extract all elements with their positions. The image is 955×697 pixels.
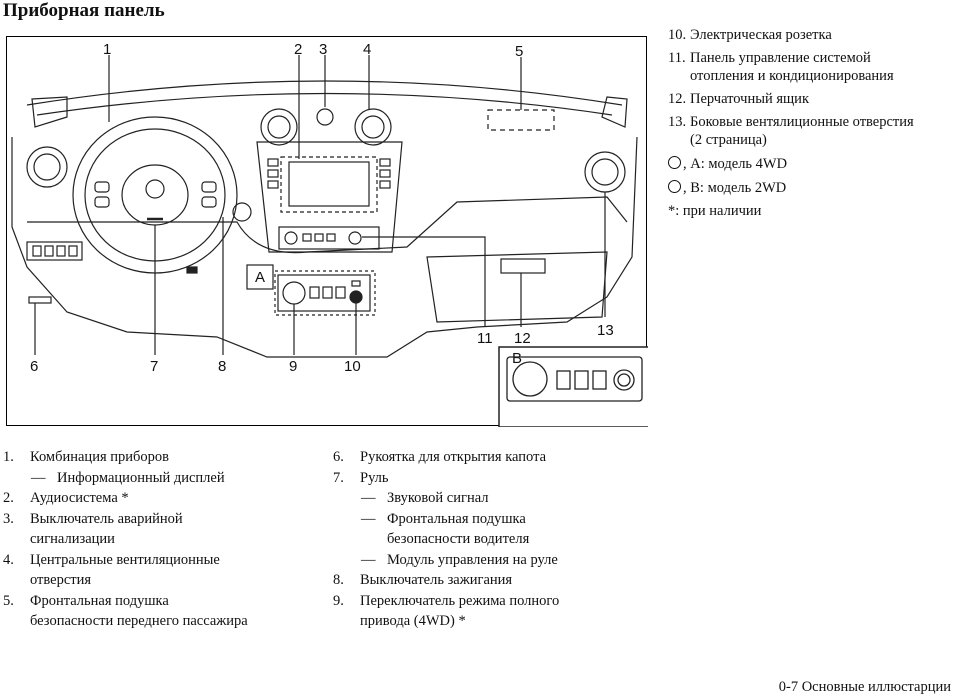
climate-panel bbox=[278, 226, 380, 250]
inset-b-knob bbox=[512, 361, 548, 397]
list-item: 13. Боковые вентялиционные отверстия (2 … bbox=[668, 114, 914, 148]
callout-6: 6 bbox=[30, 358, 38, 375]
hood-release bbox=[28, 296, 52, 304]
list-subitem: —Информационный дисплей bbox=[31, 469, 225, 486]
dash-top-line-inner bbox=[36, 92, 613, 116]
callout-4: 4 bbox=[363, 41, 371, 58]
glovebox bbox=[426, 251, 608, 323]
awd-mode-switch bbox=[282, 281, 306, 305]
left-side-vent bbox=[26, 146, 68, 188]
page-footer: 0-7 Основные иллюстарции bbox=[778, 679, 951, 695]
callout-10: 10 bbox=[344, 358, 361, 375]
dash-outline bbox=[11, 136, 638, 358]
list-item: 6.Рукоятка для открытия капота bbox=[333, 449, 547, 465]
callout-13: 13 bbox=[597, 322, 614, 339]
inset-b-label: B bbox=[512, 350, 522, 367]
middle-legend-list: 6.Рукоятка для открытия капота 7.Руль —З… bbox=[333, 447, 633, 632]
dash-mid-line bbox=[27, 196, 628, 254]
passenger-airbag-zone bbox=[487, 109, 555, 131]
callout-8: 8 bbox=[218, 358, 226, 375]
callout-1: 1 bbox=[103, 41, 111, 58]
list-item: 2.Аудиосистема * bbox=[3, 490, 129, 506]
ignition-switch bbox=[232, 202, 252, 222]
audio-zone bbox=[280, 156, 378, 213]
callout-9: 9 bbox=[289, 358, 297, 375]
list-item: 1.Комбинация приборов bbox=[3, 449, 169, 465]
list-subitem: —Модуль управления на руле bbox=[361, 551, 558, 568]
callout-12: 12 bbox=[514, 330, 531, 347]
center-stack bbox=[256, 141, 403, 253]
dashboard-diagram: A B 1 2 3 4 5 6 7 8 9 10 11 12 13 bbox=[6, 36, 648, 427]
list-item: 8.Выключатель зажигания bbox=[333, 572, 513, 588]
left-legend-list: 1.Комбинация приборов —Информационный ди… bbox=[3, 447, 323, 632]
callout-2: 2 bbox=[294, 41, 302, 58]
steering-wheel-hub bbox=[121, 164, 189, 226]
center-vent-right bbox=[354, 108, 392, 146]
left-switch-cluster bbox=[26, 241, 83, 261]
list-subitem: —Фронтальная подушка безопасности водите… bbox=[361, 510, 530, 548]
glovebox-handle bbox=[500, 258, 546, 274]
inset-b-box bbox=[498, 346, 648, 427]
circle-icon bbox=[668, 156, 681, 169]
legend-model-a: , А: модель 4WD bbox=[668, 155, 955, 173]
dashboard-drawing: A B 1 2 3 4 5 6 7 8 9 10 11 12 13 bbox=[11, 41, 648, 427]
circle-icon bbox=[668, 180, 681, 193]
inset-a-box bbox=[246, 264, 274, 290]
callout-11: 11 bbox=[477, 330, 493, 347]
center-vent-left bbox=[260, 108, 298, 146]
availability-note: *: при наличии bbox=[668, 203, 762, 219]
callout-5: 5 bbox=[515, 43, 523, 60]
legend-model-b: , В: модель 2WD bbox=[668, 179, 955, 197]
right-side-vent bbox=[584, 151, 626, 193]
list-subitem: —Звуковой сигнал bbox=[361, 490, 489, 506]
list-item: 11. Панель управление системой отопления… bbox=[668, 50, 894, 84]
inset-a-label: A bbox=[255, 269, 265, 286]
power-socket bbox=[349, 290, 363, 304]
callout-3: 3 bbox=[319, 41, 327, 58]
list-item: 12. Перчаточный ящик bbox=[668, 91, 809, 107]
list-item: 10. Электрическая розетка bbox=[668, 27, 832, 43]
list-item: 7.Руль bbox=[333, 469, 389, 486]
right-legend-list: 10. Электрическая розетка 11. Панель упр… bbox=[668, 26, 955, 220]
dash-top-line bbox=[26, 80, 623, 106]
page-title: Приборная панель bbox=[3, 0, 165, 21]
lower-switch-panel bbox=[277, 274, 371, 312]
audio-display bbox=[288, 161, 370, 207]
hazard-switch bbox=[316, 108, 334, 126]
left-corner-vent bbox=[31, 96, 68, 128]
right-corner-vent bbox=[601, 96, 628, 128]
callout-7: 7 bbox=[150, 358, 158, 375]
